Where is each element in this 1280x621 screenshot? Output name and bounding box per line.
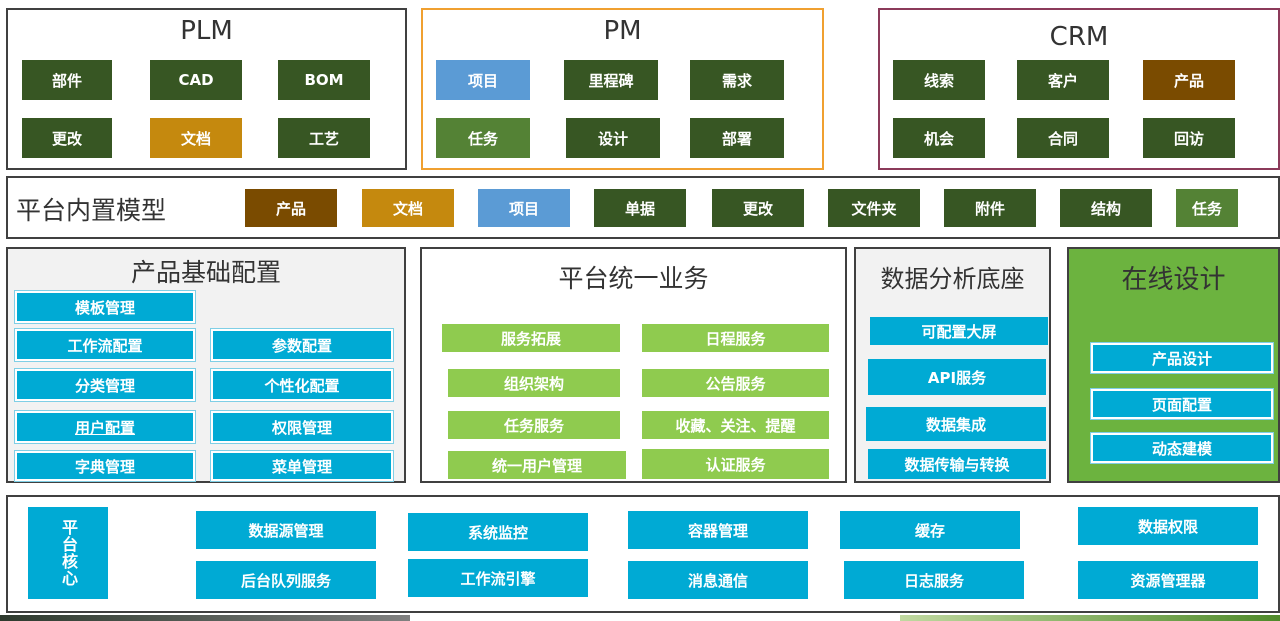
basic-item-classification[interactable]: 分类管理	[14, 368, 196, 402]
online-design-title: 在线设计	[1121, 265, 1226, 295]
plm-title: PLM	[180, 16, 233, 46]
crm-item-lead[interactable]: 线索	[893, 60, 985, 100]
plm-item-cad[interactable]: CAD	[150, 60, 242, 100]
pm-item-requirement[interactable]: 需求	[690, 60, 784, 100]
unified-item-task-service[interactable]: 任务服务	[448, 411, 620, 439]
pm-title: PM	[603, 16, 642, 46]
core-item-log[interactable]: 日志服务	[844, 561, 1024, 599]
basic-item-dictionary[interactable]: 字典管理	[14, 450, 196, 482]
core-item-datasource[interactable]: 数据源管理	[196, 511, 376, 549]
analysis-item-integration[interactable]: 数据集成	[866, 407, 1046, 441]
online-item-page-config[interactable]: 页面配置	[1090, 388, 1274, 420]
builtin-models-title: 平台内置模型	[16, 196, 167, 225]
crm-title: CRM	[1049, 22, 1109, 52]
builtin-item-structure[interactable]: 结构	[1060, 189, 1152, 227]
crm-item-product[interactable]: 产品	[1143, 60, 1235, 100]
core-item-resource-manager[interactable]: 资源管理器	[1078, 561, 1258, 599]
basic-item-user-config[interactable]: 用户配置	[14, 410, 196, 444]
core-item-workflow-engine[interactable]: 工作流引擎	[408, 559, 588, 597]
plm-item-bom[interactable]: BOM	[278, 60, 370, 100]
unified-item-auth[interactable]: 认证服务	[642, 449, 829, 479]
core-title: 平台核心	[28, 507, 108, 599]
platform-core-panel: 平台核心 数据源管理 系统监控 容器管理 缓存 数据权限 后台队列服务 工作流引…	[6, 495, 1280, 613]
builtin-item-receipt[interactable]: 单据	[594, 189, 686, 227]
analysis-item-api[interactable]: API服务	[868, 359, 1046, 395]
unified-item-schedule[interactable]: 日程服务	[642, 324, 829, 352]
basic-config-title: 产品基础配置	[130, 258, 281, 287]
builtin-models-panel: 平台内置模型 产品 文档 项目 单据 更改 文件夹 附件 结构 任务	[6, 176, 1280, 239]
basic-item-personalization[interactable]: 个性化配置	[210, 368, 394, 402]
crm-panel: CRM 线索 客户 产品 机会 合同 回访	[878, 8, 1280, 170]
core-item-container[interactable]: 容器管理	[628, 511, 808, 549]
unified-item-unified-user[interactable]: 统一用户管理	[448, 451, 626, 479]
plm-item-part[interactable]: 部件	[22, 60, 112, 100]
builtin-item-folder[interactable]: 文件夹	[828, 189, 920, 227]
online-item-dynamic-modeling[interactable]: 动态建模	[1090, 432, 1274, 464]
pm-item-task[interactable]: 任务	[436, 118, 530, 158]
unified-business-panel: 平台统一业务 服务拓展 日程服务 组织架构 公告服务 任务服务 收藏、关注、提醒…	[420, 247, 847, 483]
plm-panel: PLM 部件 CAD BOM 更改 文档 工艺	[6, 8, 407, 170]
plm-item-document[interactable]: 文档	[150, 118, 242, 158]
data-analysis-panel: 数据分析底座 可配置大屏 API服务 数据集成 数据传输与转换	[854, 247, 1051, 483]
basic-item-workflow[interactable]: 工作流配置	[14, 328, 196, 362]
pm-item-milestone[interactable]: 里程碑	[564, 60, 658, 100]
builtin-item-product[interactable]: 产品	[245, 189, 337, 227]
builtin-item-project[interactable]: 项目	[478, 189, 570, 227]
basic-config-panel: 产品基础配置 模板管理 工作流配置 参数配置 分类管理 个性化配置 用户配置 权…	[6, 247, 406, 483]
crm-item-opportunity[interactable]: 机会	[893, 118, 985, 158]
footer-bar-left	[0, 615, 410, 621]
online-item-product-design[interactable]: 产品设计	[1090, 342, 1274, 374]
core-item-data-permission[interactable]: 数据权限	[1078, 507, 1258, 545]
pm-panel: PM 项目 里程碑 需求 任务 设计 部署	[421, 8, 824, 170]
data-analysis-title: 数据分析底座	[880, 265, 1025, 293]
unified-item-service-extend[interactable]: 服务拓展	[442, 324, 620, 352]
core-item-queue[interactable]: 后台队列服务	[196, 561, 376, 599]
pm-item-project[interactable]: 项目	[436, 60, 530, 100]
analysis-item-dashboard[interactable]: 可配置大屏	[870, 317, 1048, 345]
analysis-item-transfer[interactable]: 数据传输与转换	[868, 449, 1046, 479]
basic-item-template[interactable]: 模板管理	[14, 290, 196, 324]
crm-item-customer[interactable]: 客户	[1017, 60, 1109, 100]
footer-bar-right	[900, 615, 1280, 621]
core-item-monitor[interactable]: 系统监控	[408, 513, 588, 551]
builtin-item-attachment[interactable]: 附件	[944, 189, 1036, 227]
plm-item-change[interactable]: 更改	[22, 118, 112, 158]
core-item-messaging[interactable]: 消息通信	[628, 561, 808, 599]
crm-item-contract[interactable]: 合同	[1017, 118, 1109, 158]
unified-item-organization[interactable]: 组织架构	[448, 369, 620, 397]
crm-item-revisit[interactable]: 回访	[1143, 118, 1235, 158]
builtin-item-task[interactable]: 任务	[1176, 189, 1238, 227]
builtin-item-document[interactable]: 文档	[362, 189, 454, 227]
pm-item-deploy[interactable]: 部署	[690, 118, 784, 158]
builtin-item-change[interactable]: 更改	[712, 189, 804, 227]
unified-item-announcement[interactable]: 公告服务	[642, 369, 829, 397]
plm-item-process[interactable]: 工艺	[278, 118, 370, 158]
unified-business-title: 平台统一业务	[558, 264, 709, 293]
basic-item-parameter[interactable]: 参数配置	[210, 328, 394, 362]
core-item-cache[interactable]: 缓存	[840, 511, 1020, 549]
online-design-panel: 在线设计 产品设计 页面配置 动态建模	[1067, 247, 1280, 483]
unified-item-favorites[interactable]: 收藏、关注、提醒	[642, 411, 829, 439]
pm-item-design[interactable]: 设计	[566, 118, 660, 158]
basic-item-menu[interactable]: 菜单管理	[210, 450, 394, 482]
basic-item-permission[interactable]: 权限管理	[210, 410, 394, 444]
